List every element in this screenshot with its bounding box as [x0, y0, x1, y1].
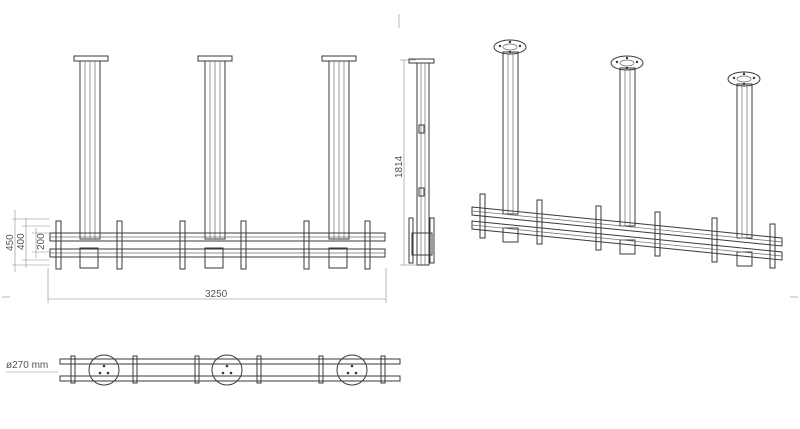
iso-brackets [479, 193, 776, 269]
pole [79, 60, 101, 240]
top-view: ø270 mm [6, 354, 401, 386]
front-view: 3250 450 400 200 [5, 55, 387, 303]
height-dimension: 1814 [394, 155, 405, 178]
ceiling-plate [197, 55, 233, 62]
isometric-view [471, 39, 783, 269]
plate-circle [88, 354, 120, 386]
dim-200: 200 [36, 233, 47, 250]
iso-pole [502, 51, 519, 215]
ceiling-plate [321, 55, 357, 62]
plate-circle [211, 354, 243, 386]
mounting-brackets [55, 220, 371, 270]
pole [328, 60, 350, 240]
ceiling-plate [73, 55, 109, 62]
iso-pole [619, 67, 636, 227]
side-view: 1814 [394, 58, 435, 266]
width-dimension: 3250 [205, 289, 228, 300]
pole [204, 60, 226, 240]
dim-450: 450 [5, 234, 16, 251]
horizontal-beam [49, 232, 386, 258]
top-brackets [70, 355, 386, 384]
dim-400: 400 [16, 233, 27, 250]
diameter-dimension: ø270 mm [6, 360, 48, 371]
iso-pole [736, 83, 753, 239]
ceiling-disc [610, 55, 644, 71]
iso-beam [471, 206, 783, 261]
plate-circle [336, 354, 368, 386]
